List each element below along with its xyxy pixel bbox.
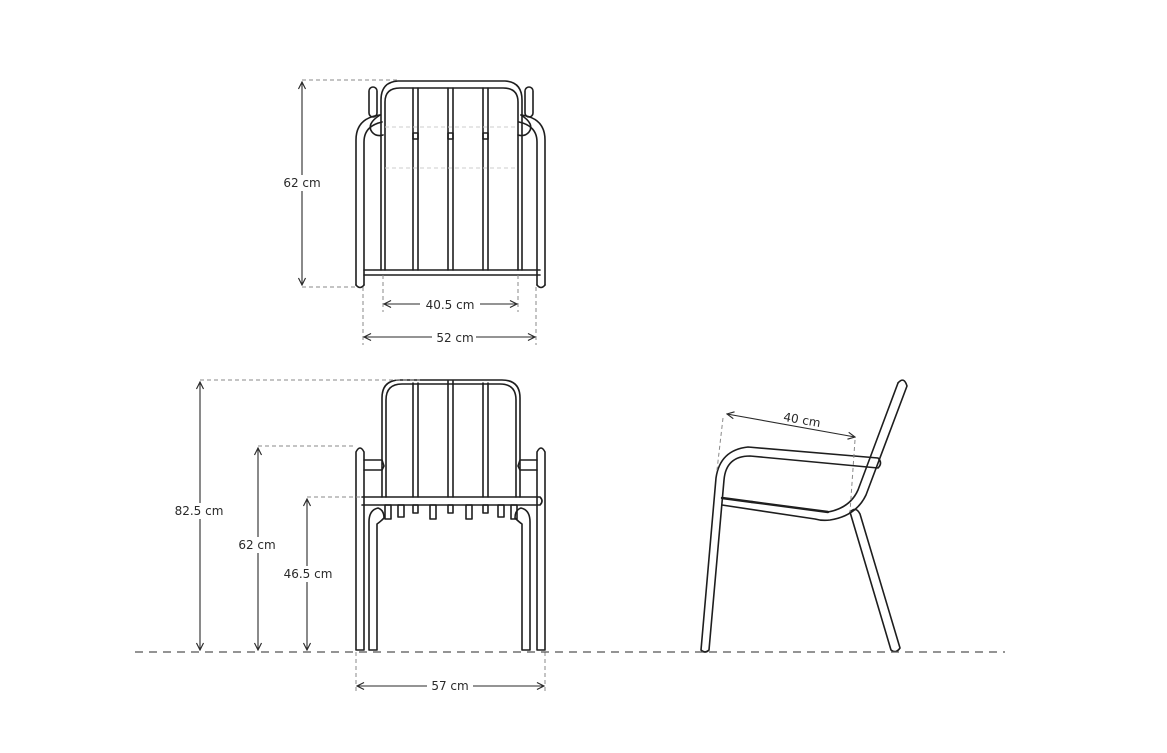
top-seat-width-label: 40.5 cm (426, 298, 475, 312)
front-overall-width-label: 57 cm (431, 679, 468, 693)
top-view: 62 cm 40.5 cm 52 cm (280, 79, 546, 345)
front-view: 82.5 cm 62 cm 46.5 cm 57 cm (170, 379, 546, 694)
side-view: 40 cm (700, 379, 908, 653)
side-view-chair-outline (700, 379, 908, 653)
side-seat-depth-label: 40 cm (782, 410, 821, 430)
front-total-height-label: 82.5 cm (175, 504, 224, 518)
top-depth-label: 62 cm (283, 176, 320, 190)
side-seat-depth-dimension-line (727, 414, 855, 437)
front-seat-height-label: 46.5 cm (284, 567, 333, 581)
front-view-chair-outline (355, 379, 546, 651)
top-view-chair-outline (355, 80, 546, 289)
top-overall-width-label: 52 cm (436, 331, 473, 345)
front-arm-height-label: 62 cm (238, 538, 275, 552)
